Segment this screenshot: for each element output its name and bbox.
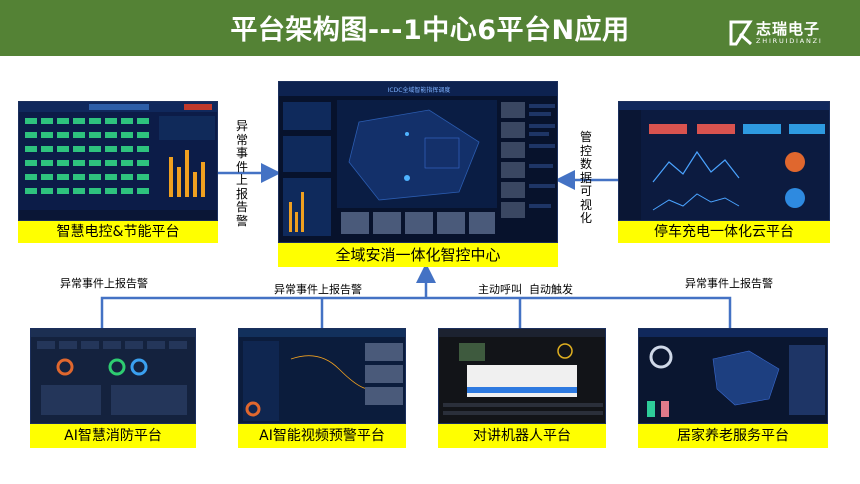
screen-control-center: ICDC全域智能指挥调度 [278,81,558,243]
header-bar: 平台架构图---1中心6平台N应用 志瑞电子 ZHIRUIDIANZI [0,0,860,56]
bottom-bus-line [100,296,732,328]
robot-dashboard-graphic [439,329,605,423]
fire-dashboard-graphic [31,329,195,423]
screen-elderly-platform [638,328,828,424]
screen-video-platform [238,328,406,424]
edge-label-video: 异常事件上报告警 [274,283,362,296]
center-screen-title: ICDC全域智能指挥调度 [388,86,451,94]
screen-energy-platform [18,101,218,221]
label-control-center: 全域安消一体化智控中心 [278,243,558,267]
screen-fire-platform [30,328,196,424]
elderly-dashboard-graphic [639,329,827,423]
center-dashboard-graphic: ICDC全域智能指挥调度 [279,82,557,236]
screen-parking-platform [618,101,830,221]
edge-label-left: 异常事件上报告警 [235,119,248,228]
parking-dashboard-graphic [619,102,829,220]
screen-robot-platform [438,328,606,424]
energy-dashboard-graphic [19,102,217,220]
label-elderly-platform: 居家养老服务平台 [638,424,828,448]
edge-label-right: 管控数据可视化 [579,130,592,225]
edge-label-fire: 异常事件上报告警 [60,277,148,290]
logo-name: 志瑞电子 [756,20,821,38]
label-robot-platform: 对讲机器人平台 [438,424,606,448]
edge-label-robot: 主动呼叫 自动触发 [478,283,573,296]
label-video-platform: AI智能视频预警平台 [238,424,406,448]
video-dashboard-graphic [239,329,405,423]
page-title: 平台架构图---1中心6平台N应用 [230,15,630,46]
company-logo: 志瑞电子 ZHIRUIDIANZI [728,18,848,52]
label-energy-platform: 智慧电控&节能平台 [18,221,218,243]
logo-subtitle: ZHIRUIDIANZI [756,37,823,45]
label-fire-platform: AI智慧消防平台 [30,424,196,448]
label-parking-platform: 停车充电一体化云平台 [618,221,830,243]
logo-mark-icon [729,20,753,46]
edge-label-elderly: 异常事件上报告警 [685,277,773,290]
